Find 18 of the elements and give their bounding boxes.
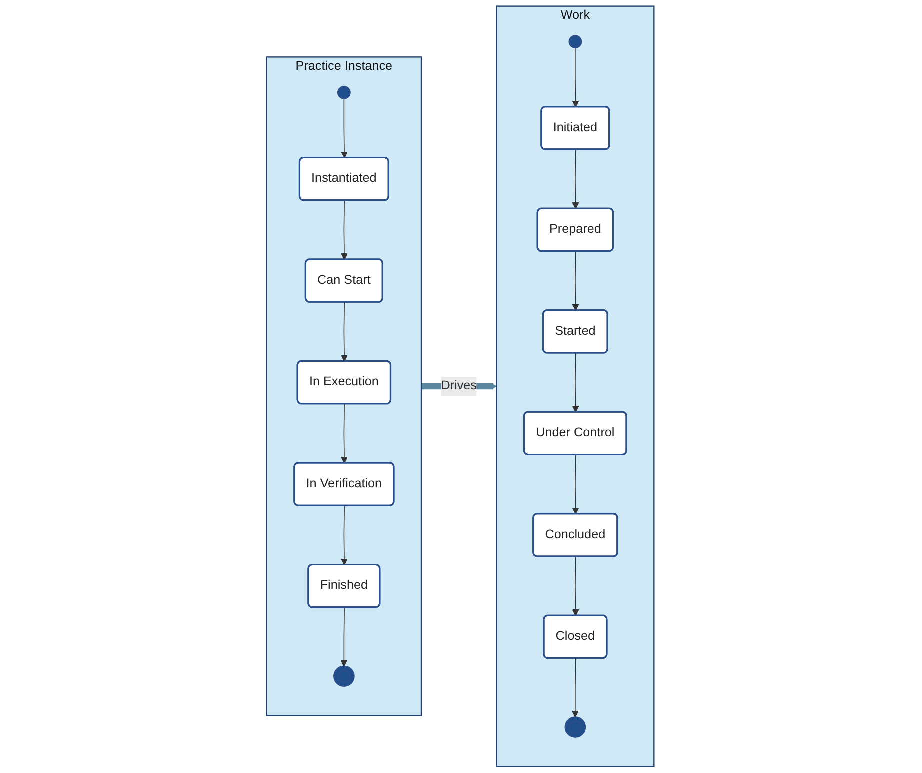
- arrow: [572, 454, 580, 515]
- arrow: [572, 149, 580, 210]
- arrow: [342, 302, 348, 362]
- arrow: [572, 47, 580, 108]
- edge-label: Drives: [442, 379, 478, 393]
- node-circle: [569, 35, 583, 48]
- arrow: [572, 556, 580, 616]
- node-circle: [338, 86, 352, 100]
- arrow: [342, 506, 348, 566]
- arrow: [572, 251, 580, 312]
- arrow: [341, 607, 348, 667]
- arrow: [342, 200, 348, 260]
- arrow: [342, 404, 348, 464]
- arrow: [342, 98, 348, 158]
- arrow: [572, 352, 580, 413]
- node-circle: [334, 666, 356, 688]
- node-circle: [565, 716, 587, 738]
- arrow: [572, 658, 580, 718]
